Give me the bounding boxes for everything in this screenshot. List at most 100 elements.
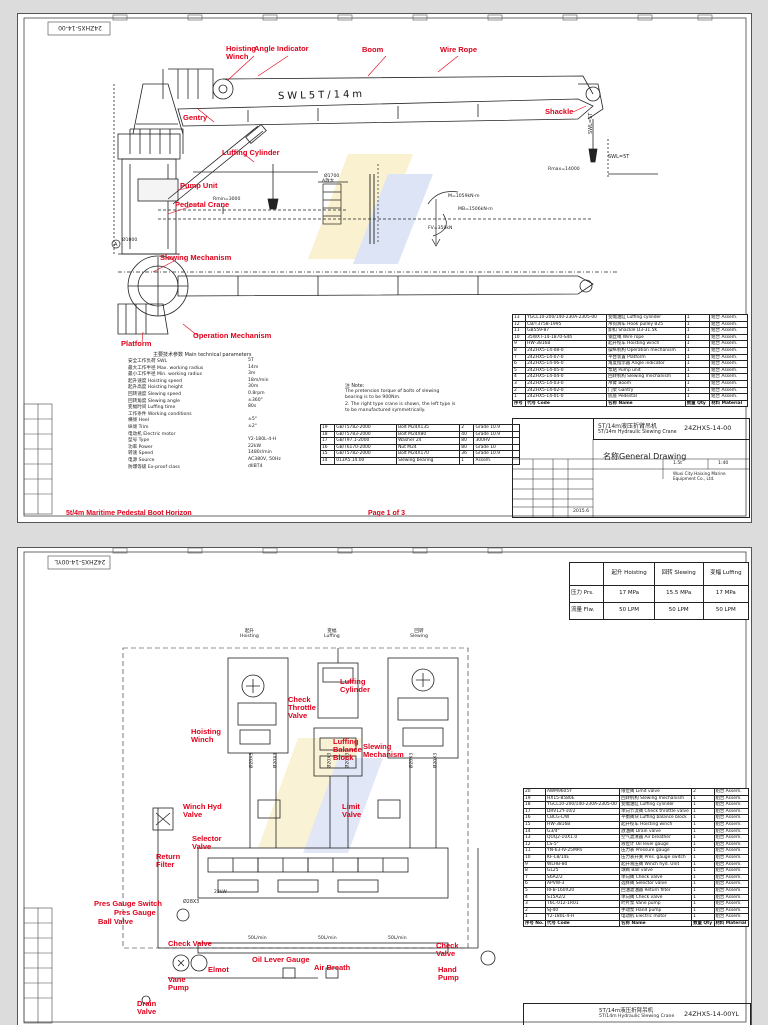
pf-row-flow: 流量 Flw. 50 LPM 50 LPM 50 LPM xyxy=(568,602,750,620)
title-en: 5T/14m Hydraulic Slewing Crane xyxy=(599,1014,675,1019)
note-line: to be manufactured symmetrically. xyxy=(345,408,426,414)
drawing-number: 24ZHX5-14-00 xyxy=(684,424,732,432)
pressure-flow-table: 起升 Hoisting 回转 Slewing 变幅 Luffing 压力 Prs… xyxy=(568,562,750,620)
callout-shackle: Shackle xyxy=(545,107,574,116)
param-row: 纵倾 Trim±2° xyxy=(128,423,258,430)
weight-value: 1.5t xyxy=(673,461,683,466)
callout-winch-hyd-valve: Winch Hyd Valve xyxy=(183,802,222,819)
company-name: Wuxi City Haixing Marine Equipment Co., … xyxy=(673,471,726,481)
callout-selector-valve: Selector Valve xyxy=(192,834,222,851)
callout-luffing-cylinder: Luffing Cylinder xyxy=(222,148,280,157)
callout-drain-valve: Drain Valve xyxy=(137,999,157,1016)
callout-angle-indicator: Angle Indicator xyxy=(254,44,309,53)
pedestal-dia-label: Ø1000 xyxy=(122,238,138,243)
title-block: 5T/14m液压折臂吊机 5T/14m Hydraulic Slewing Cr… xyxy=(523,1003,751,1025)
hydraulic-schematic-sheet: Ø28X3 22kW 24ZHX5-14-00YL 起升 Hoisting 回转… xyxy=(17,547,752,1025)
callout-pres-gauge: Pres Gauge xyxy=(114,908,156,917)
rotated-drawing-number: 24ZHX5-14-00 xyxy=(58,24,102,31)
notes-block: 注 Note: The pretension torque of bolts o… xyxy=(345,382,510,415)
detail-a-label: A放大 xyxy=(322,177,335,184)
callout-elmot: Elmot xyxy=(208,965,229,974)
param-row: 横倾 Heel±5° xyxy=(128,417,258,424)
watermark-logo xyxy=(258,738,383,853)
note-line: 2. The right type crane is shown, the le… xyxy=(345,401,456,407)
flow-label: 50L/min xyxy=(388,936,407,941)
rmax-label: Rmax=14000 xyxy=(548,167,580,172)
pf-row-pressure: 压力 Prs. 17 MPa 15.5 MPa 17 MPa xyxy=(568,585,750,603)
callout-check-valve-9: Check Valve xyxy=(168,939,212,948)
callout-pres-gauge-switch: Pres Gauge Switch xyxy=(94,899,162,908)
callout-slewing-mechanism: Slewing Mechanism xyxy=(160,253,232,262)
pedestal-dia2-label: Ø1700 xyxy=(324,174,340,179)
watermark-logo xyxy=(308,154,433,264)
moment-a-label: M=1059kN·m xyxy=(448,194,480,199)
sheet-name: 名称General Drawing xyxy=(603,452,687,461)
date-value: 2015.6 xyxy=(573,509,590,514)
title-block: 5T/14m液压折臂吊机 5T/14m Hydraulic Slewing Cr… xyxy=(512,418,750,518)
callout-ball-valve: Ball Valve xyxy=(98,917,134,926)
general-drawing-sheet: A xyxy=(17,13,752,523)
title-cn: 5T/14m液压折臂吊机 xyxy=(599,1008,654,1014)
svg-text:Ø28X3: Ø28X3 xyxy=(183,898,199,905)
callout-pump-unit: Pump Unit xyxy=(180,181,218,190)
param-row: 工作条件 Working conditions xyxy=(128,411,192,417)
callout-gentry: Gentry xyxy=(183,113,208,122)
callout-luffing-cylinder: Luffing Cylinder xyxy=(340,677,371,694)
swl-banner: SWL5T/14m xyxy=(277,88,366,103)
callout-check-throttle-valve: Check Throttle Valve xyxy=(288,695,316,720)
svg-text:22kW: 22kW xyxy=(214,889,227,895)
callout-slewing-mechanism: Slewing Mechanism xyxy=(363,742,404,759)
rmin-label: Rmin=3000 xyxy=(213,197,241,202)
swl-left-label: SWL=5T xyxy=(588,112,594,134)
pipe-label: Ø20X3 xyxy=(273,752,279,769)
callout-limit-valve: Limit Valve xyxy=(342,802,362,819)
callout-hand-pump: Hand Pump xyxy=(438,965,459,982)
svg-text:A: A xyxy=(114,242,118,248)
callout-air-breath: Air Breath xyxy=(314,963,351,972)
pf-col-slewing: 回转 Slewing xyxy=(653,562,704,586)
pf-corner xyxy=(568,562,605,586)
pf-col-luffing: 变幅 Luffing xyxy=(702,562,750,586)
title-cn: 5T/14m液压折臂吊机 xyxy=(598,423,657,430)
pipe-label: Ø20X3 xyxy=(327,752,333,769)
pf-col-hoisting: 起升 Hoisting xyxy=(603,562,655,586)
